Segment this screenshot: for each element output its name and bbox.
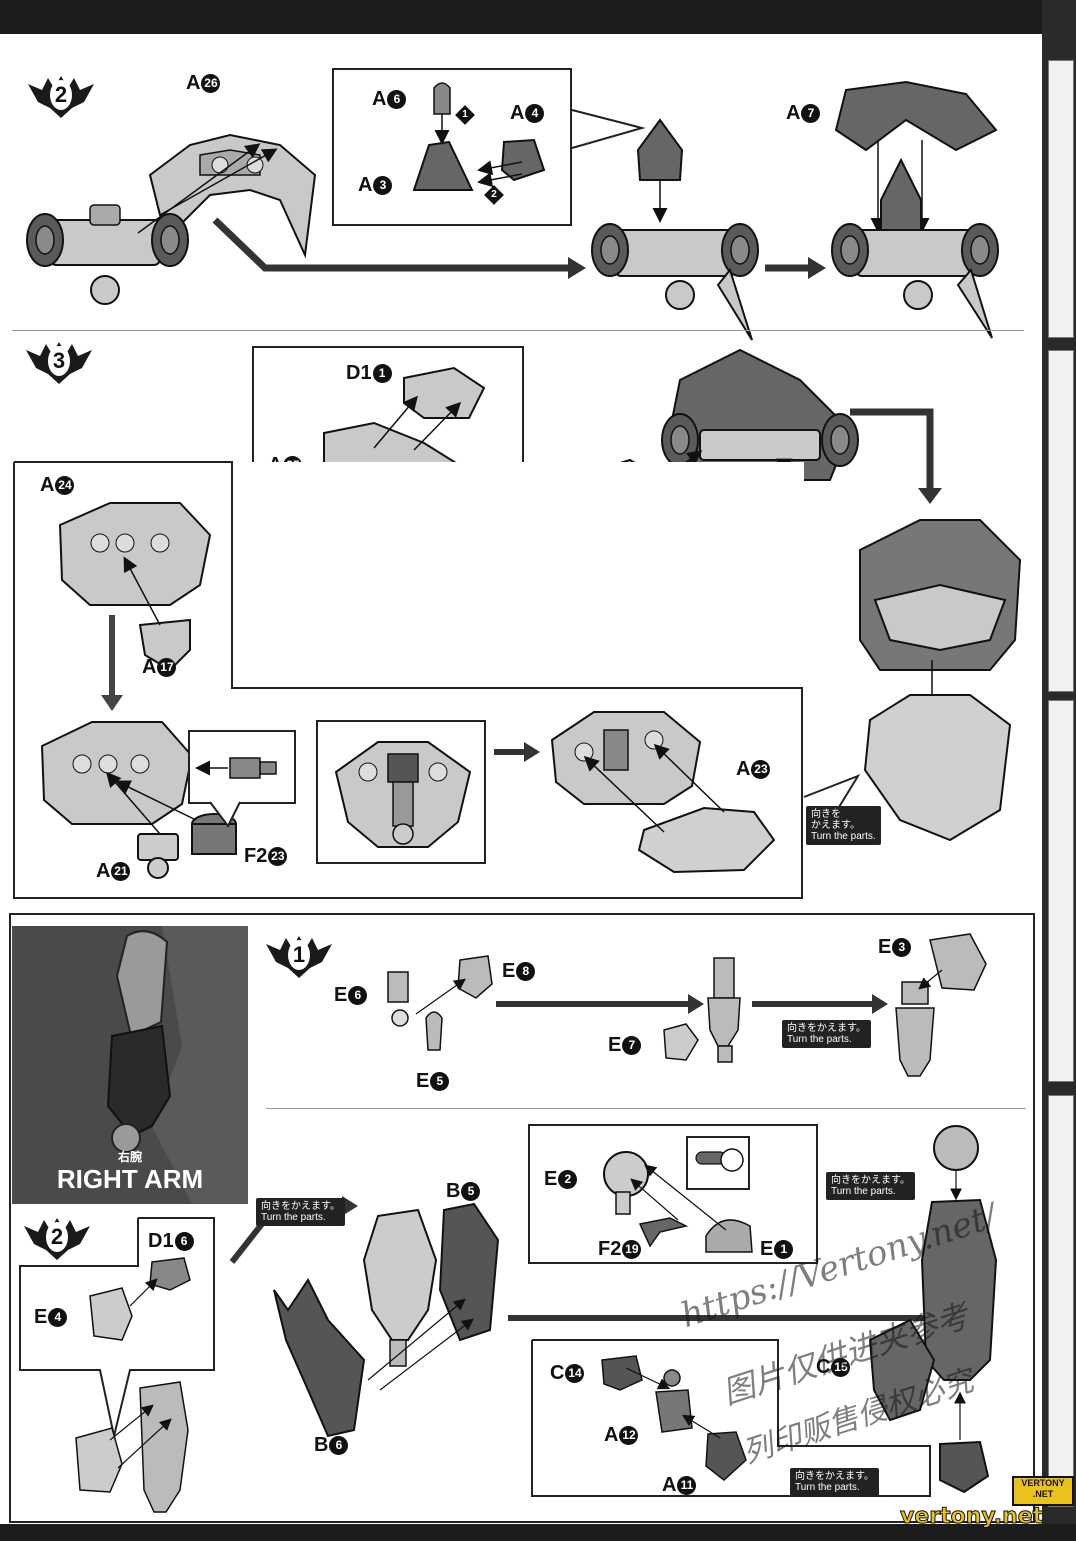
step-number: 2: [46, 1222, 68, 1252]
watermark-footer: vertony.net: [899, 1504, 1044, 1529]
flow-arrow-right-down: [850, 408, 942, 504]
order-marker-2: 2: [491, 189, 497, 200]
assembly-arrows-a26: [137, 143, 826, 279]
step-number: 3: [48, 346, 70, 376]
detail-callout-f2: [188, 730, 296, 804]
base-chassis: [26, 204, 189, 305]
parts-e3-upper-arm: [895, 933, 987, 1077]
step-badge-2-top: 2: [24, 74, 98, 120]
section-divider-arm: [266, 1108, 1026, 1109]
detail-box-head-front: [316, 720, 486, 864]
parts-a23-head-assembly: [550, 711, 776, 874]
parts-a3-a4-a6: [412, 82, 546, 191]
step-number: 1: [288, 940, 310, 970]
step-number: 2: [50, 80, 72, 110]
turn-parts-note-2: 向きをかえます。Turn the parts.: [782, 1020, 871, 1048]
part-f2-19-detail: [695, 1148, 744, 1172]
right-arm-section-card: 右腕 RIGHT ARM: [12, 926, 248, 1204]
right-page-strip: [1042, 0, 1076, 1541]
parts-a21-f2: [40, 721, 237, 879]
vertony-logo: VERTONY.NET: [1012, 1476, 1074, 1506]
parts-e7-upper-arm: [663, 957, 741, 1063]
assembly-result-step2b: [831, 80, 999, 339]
order-marker-1: 1: [462, 109, 468, 120]
section-title-jp: 右腕: [117, 1150, 142, 1164]
callout-tail-f2: [209, 801, 241, 828]
section-divider-1: [12, 330, 1024, 331]
parts-a24-a17: [58, 502, 212, 711]
section-title: RIGHT ARM: [56, 1164, 204, 1194]
forearm-final-assembly: [868, 1125, 998, 1494]
assembly-head-result: [859, 519, 1022, 842]
detail-callout-f2-19: [686, 1136, 750, 1190]
bottom-border: [0, 1524, 1076, 1541]
parts-d16-e4: [89, 1257, 191, 1341]
turn-parts-note-4: 向きをかえます。Turn the parts.: [826, 1172, 915, 1200]
turn-parts-note-5: 向きをかえます。Turn the parts.: [790, 1468, 879, 1496]
assembly-result-step2a: [591, 118, 759, 341]
parts-hand-c14-a11-a12: [601, 1355, 747, 1481]
turn-parts-note-1: 向きを かえます。Turn the parts.: [806, 806, 881, 845]
part-f2-detail: [195, 757, 277, 779]
top-border: [0, 0, 1076, 34]
step-badge-1-arm: 1: [262, 934, 336, 980]
callout-pointer: [571, 109, 646, 149]
flow-arrow-head: [494, 742, 540, 762]
parts-e1-e2-f2: [603, 1151, 753, 1253]
parts-b5-b6-forearm: [273, 1202, 500, 1438]
head-front-view: [334, 741, 472, 848]
step-badge-2-arm: 2: [20, 1216, 94, 1262]
forearm-assembly-e4: [75, 1381, 189, 1513]
step-badge-3: 3: [22, 340, 96, 386]
turn-parts-note-3: 向きをかえます。Turn the parts.: [256, 1198, 345, 1226]
parts-e5-e6-e8: [387, 955, 493, 1051]
right-arm-illustration: [106, 926, 248, 1204]
